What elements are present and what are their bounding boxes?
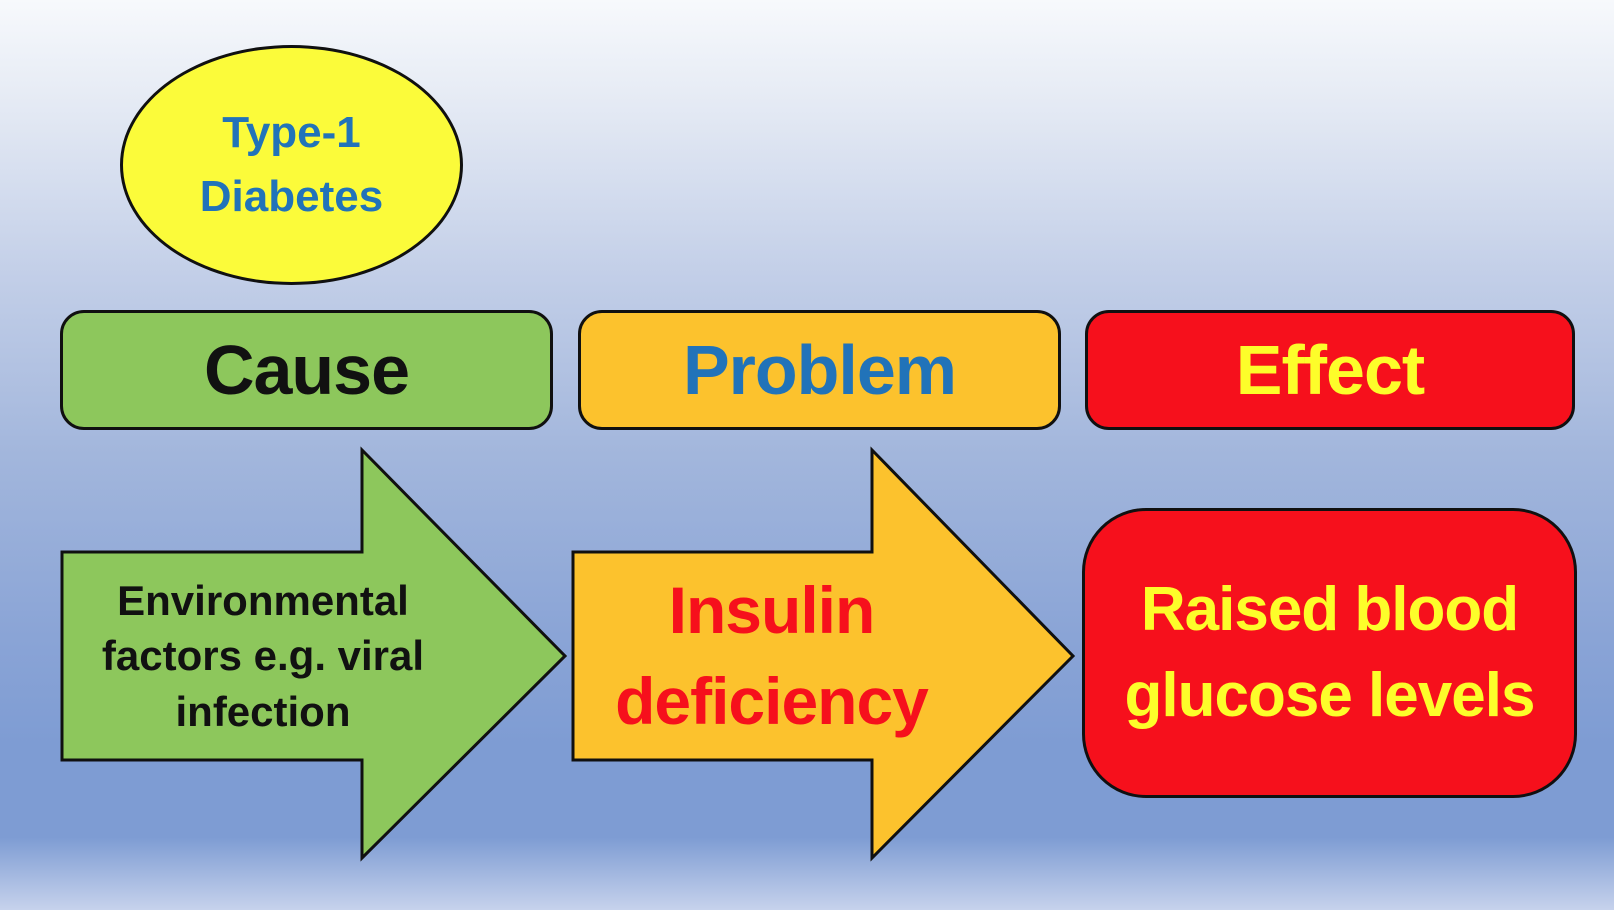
effect-header-box: Effect — [1085, 310, 1575, 430]
type1-diabetes-bubble: Type-1 Diabetes — [120, 45, 463, 285]
cause-header-box: Cause — [60, 310, 553, 430]
glucose-line-2: glucose levels — [1124, 661, 1536, 730]
cause-arrow-shape — [60, 446, 568, 862]
glucose-line-1: Raised blood — [1140, 575, 1519, 645]
problem-header-box: Problem — [578, 310, 1061, 430]
raised-glucose-box: Raised blood glucose levels — [1082, 508, 1577, 798]
problem-arrow-shape — [571, 446, 1076, 862]
bubble-line-1: Type-1 — [222, 108, 361, 158]
bubble-line-2: Diabetes — [199, 172, 384, 221]
